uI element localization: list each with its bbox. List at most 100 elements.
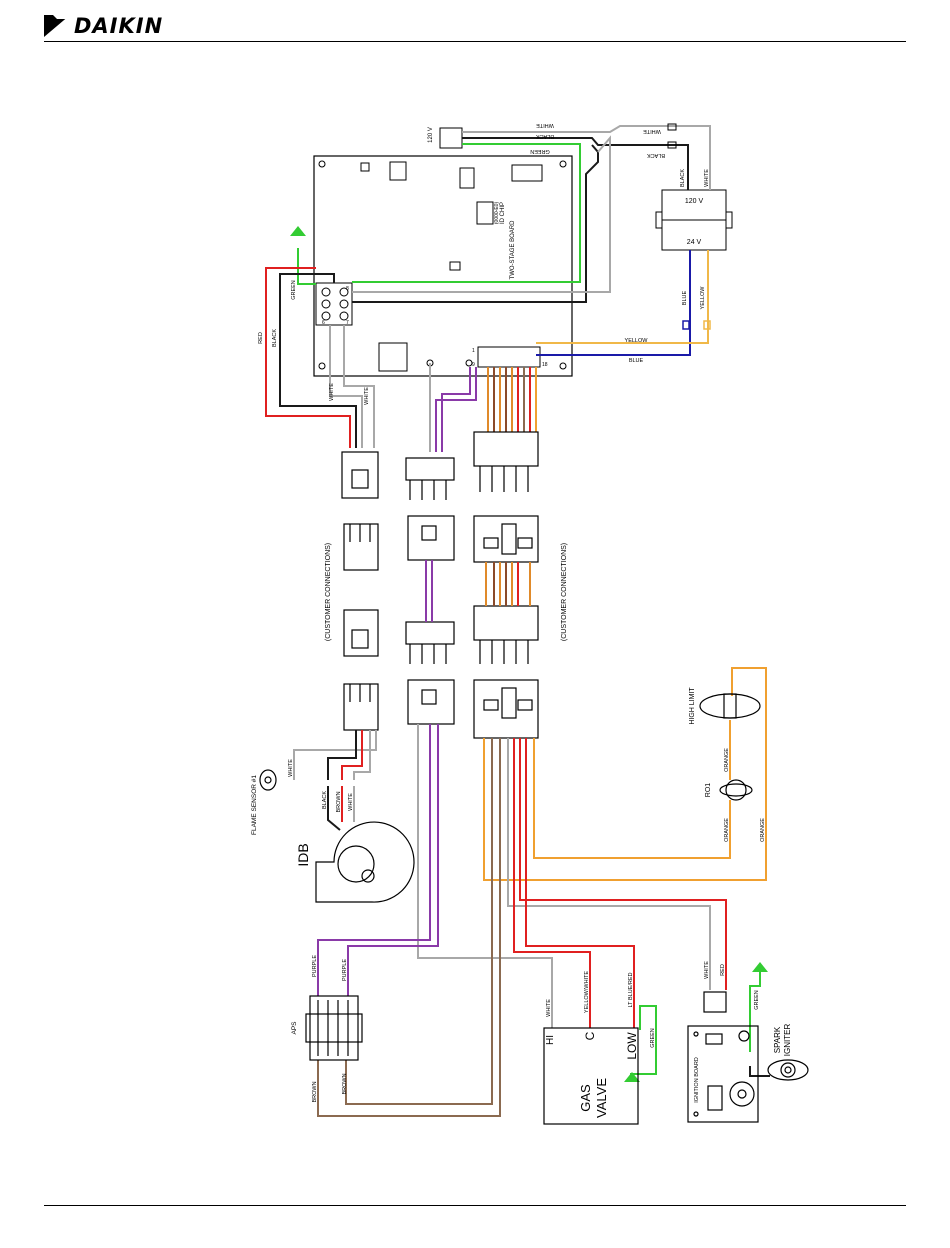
transformer-tab (655, 211, 663, 229)
flame-sensor-label: FLAME SENSOR #1 (251, 775, 258, 835)
header-rule (44, 41, 906, 42)
wire-label-orange: ORANGE (724, 748, 730, 772)
wire-label-brown: BROWN (342, 1073, 348, 1094)
wire-label-white: WHITE (704, 169, 710, 187)
wire-label-black: BLACK (680, 169, 686, 187)
wire-splice (682, 320, 690, 330)
spark-igniter-label-1: SPARK (773, 1026, 782, 1053)
wire-label-white: WHITE (329, 383, 335, 401)
wire-label-black: BLACK (536, 133, 554, 139)
flame-sensor (259, 769, 277, 791)
wire-label-yellow: YELLOW (625, 338, 649, 344)
idb-label: IDB (295, 843, 311, 866)
aps-wire-labels: PURPLE PURPLE BROWN BROWN (312, 955, 348, 1103)
id-chip (476, 201, 494, 225)
wire-label-black: BLACK (647, 152, 665, 158)
brand-logo: DAIKIN (44, 12, 163, 40)
daikin-triangle-logo-icon (44, 15, 70, 37)
wire-label-blue: BLUE (682, 290, 688, 305)
wire-splice (703, 320, 711, 330)
high-limit-label: HIGH LIMIT (689, 687, 696, 725)
harness-connectors-bottom (343, 679, 539, 739)
gas-valve-label-2: VALVE (594, 1078, 609, 1118)
brand-name: DAIKIN (74, 14, 164, 38)
ground-arrow-icon (752, 962, 768, 972)
wire-label-green: GREEN (291, 280, 297, 300)
wire-label-brown: BROWN (336, 791, 342, 812)
wire-label-white: WHITE (364, 387, 370, 405)
id-chip-sub-label: (0000-E0) (494, 202, 500, 225)
pin-label-18: 18 (542, 362, 548, 368)
lower-wires (293, 667, 770, 1117)
transformer-tab (725, 211, 733, 229)
board-connector (389, 161, 407, 181)
wire-label-green: GREEN (530, 148, 550, 154)
mount-hole (559, 362, 567, 370)
wire-label-orange: ORANGE (760, 818, 766, 842)
wire-label-white: WHITE (536, 122, 554, 128)
transformer-primary: 120 V (685, 198, 704, 205)
spark-igniter (767, 1059, 809, 1081)
wire-label-white: WHITE (546, 999, 552, 1017)
wire-splice (667, 141, 677, 149)
mount-hole (318, 362, 326, 370)
idb-wire-labels: BLACK BROWN WHITE (322, 791, 354, 813)
mount-hole (465, 359, 473, 367)
board-connector (378, 342, 408, 372)
plug-120v (439, 127, 463, 149)
gas-valve-hi: HI (545, 1035, 556, 1045)
power-connector-pins (321, 287, 349, 321)
idb-blower (315, 821, 415, 903)
wire-label-yellow: YELLOW (700, 286, 706, 310)
wire-label-white: WHITE (348, 793, 354, 811)
ground-arrow-icon (624, 1072, 640, 1082)
ignition-wire-labels: WHITE RED GREEN (704, 961, 760, 1010)
gas-valve (543, 1027, 639, 1125)
high-limit-switch (699, 693, 761, 719)
wire-label-purple: PURPLE (342, 959, 348, 981)
pin-label-9: 9 (472, 362, 475, 368)
aps-pressure-switch (305, 995, 363, 1061)
wire-label-purple: PURPLE (312, 955, 318, 977)
board-jumper (449, 261, 461, 271)
wire-label-group: WHITE BLACK GREEN WHITE BLACK BLACK WHIT… (258, 122, 710, 405)
harness-wires-mid (425, 560, 531, 622)
customer-connections-right: (CUSTOMER CONNECTIONS) (561, 543, 568, 641)
header-18pin (477, 346, 541, 368)
customer-connections-left: (CUSTOMER CONNECTIONS) (325, 543, 332, 641)
pin-label-1: 1 (472, 348, 475, 354)
wire-label-white: WHITE (643, 128, 661, 134)
wire-label-green: GREEN (650, 1028, 656, 1048)
ignition-board-parts (693, 991, 755, 1117)
wire-label-lt-blue-red: LT BLUE/RED (628, 973, 634, 1008)
main-wires (265, 125, 711, 452)
footer-rule (44, 1205, 906, 1206)
wire-label-white: WHITE (704, 961, 710, 979)
ro1-label: RO1 (705, 783, 712, 798)
wire-label-brown: BROWN (312, 1081, 318, 1102)
wire-label-black: BLACK (272, 329, 278, 347)
aps-label: APS (291, 1021, 298, 1035)
wire-label-green: GREEN (754, 990, 760, 1010)
board-label: TWO-STAGE BOARD (510, 220, 516, 280)
harness-connectors-top (341, 431, 539, 500)
ignition-board (687, 1025, 759, 1123)
gas-valve-label-1: GAS (578, 1084, 593, 1112)
wire-splice (667, 123, 677, 131)
harness-connectors-mid (343, 515, 539, 664)
wire-label-white: WHITE (288, 759, 294, 777)
gas-valve-low: LOW (625, 1032, 639, 1060)
wire-label-orange: ORANGE (724, 818, 730, 842)
plug-120v-label: 120 V (428, 127, 434, 143)
pin-label-7: 7 (346, 320, 349, 326)
control-board (313, 155, 573, 377)
board-connector (459, 167, 475, 189)
wire-label-yellow-white: YELLOW/WHITE (584, 971, 590, 1014)
board-connector (511, 164, 543, 182)
id-chip-label: ID CHIP (500, 202, 506, 224)
ignition-board-label: IGNITION BOARD (694, 1057, 700, 1103)
spark-igniter-label-2: IGNITER (783, 1024, 792, 1057)
wire-label-red: RED (720, 964, 726, 976)
gas-valve-c: C (583, 1031, 597, 1040)
